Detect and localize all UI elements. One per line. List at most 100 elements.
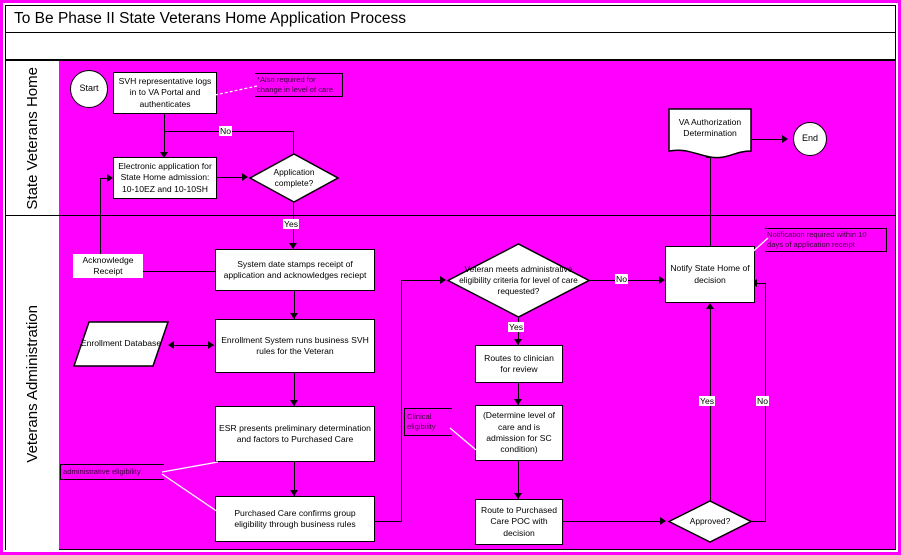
note-notification-10-days-text: Notification required within 10 days of … [767,230,867,249]
edge-label-yes-app-complete: Yes [283,219,300,230]
arrow-app-to-diamond [242,173,248,181]
edge-app-to-diamond [217,177,244,179]
edge-enrollment-to-esr [294,373,296,406]
node-end[interactable]: End [793,122,827,156]
node-routes-clinician[interactable]: Routes to clinician for review [475,345,563,383]
page-title: To Be Phase II State Veterans Home Appli… [14,10,407,27]
node-purchased-care-confirms-label: Purchased Care confirms group eligibilit… [234,507,356,529]
edge-db-rules [172,345,214,347]
lane-label-text: State Veterans Home [24,66,41,210]
node-approved-decision[interactable]: Approved? [667,500,753,543]
node-route-poc-label: Route to Purchased Care POC with decisio… [481,504,557,538]
edge-ack-return-horizontal [100,178,110,180]
node-purchased-care-confirms[interactable]: Purchased Care confirms group eligibilit… [215,496,375,542]
edge-determine-to-poc [518,461,520,499]
arrow-db-left [168,341,174,349]
edge-datestamp-to-enrollment [294,291,296,319]
node-electronic-application-label: Electronic application for State Home ad… [118,160,212,194]
edge-purchased-to-route-v [401,280,403,522]
note-notify-leader [747,237,769,257]
arrow-determine-to-poc [514,493,522,499]
node-enrollment-rules-label: Enrollment System runs business SVH rule… [221,334,369,356]
blank-header-band [5,33,896,60]
arrow-ack-return [107,174,113,182]
node-svh-login-label: SVH representative logs in to VA Portal … [118,75,212,109]
note-clinical-eligibility-text: Clinical eligibility [407,412,436,431]
note-also-required-text: *Also required for change in level of ca… [257,75,333,94]
edge-va-auth-to-end [752,139,786,141]
edge-no-approved-to-notify [757,283,766,285]
arrow-yes-to-notify [706,303,714,309]
edge-login-to-app [164,114,166,158]
arrow-db-right [208,341,214,349]
lane-label-veterans-administration: Veterans Administration [6,216,59,551]
edge-ack-return-vertical [100,178,102,255]
node-enrollment-database-label: Enrollment Database [80,338,162,349]
arrow-enrollment-to-esr [290,400,298,406]
node-admin-eligibility-label: Veteran meets administrative eligibility… [459,264,578,296]
note-notification-10-days: Notification required within 10 days of … [765,228,887,252]
node-esr-presents-label: ESR presents preliminary determination a… [219,422,371,444]
arrow-va-auth-to-end [782,135,788,143]
arrow-clinician-to-determine [514,399,522,405]
edge-label-yes-approved: Yes [699,396,716,407]
lane-divider [58,215,896,216]
note-admin-elig-leaders [161,461,219,513]
node-determine-level[interactable]: (Determine level of care and is admissio… [475,405,563,461]
arrow-poc-to-approved [660,517,666,525]
node-electronic-application[interactable]: Electronic application for State Home ad… [113,157,217,199]
edge-no-approved-h [752,521,766,523]
node-esr-presents[interactable]: ESR presents preliminary determination a… [215,406,375,462]
node-determine-level-label: (Determine level of care and is admissio… [482,410,556,455]
note-also-required: *Also required for change in level of ca… [255,73,343,97]
edge-label-no-admin-elig: No [615,274,628,285]
edge-label-no-approved: No [756,396,769,407]
note-leader-line [214,85,258,96]
node-date-stamp-label: System date stamps receipt of applicatio… [223,258,367,280]
node-acknowledge-receipt-label: Acknowledge Receipt [82,254,134,276]
edge-label-no-app-complete: No [219,126,232,137]
note-administrative-eligibility: administrative eligibility [60,464,164,480]
note-clinical-leader [449,427,477,451]
node-notify-state-home[interactable]: Notify State Home of decision [665,246,755,303]
node-va-authorization-label: VA Authorization Determination [678,116,742,139]
edge-notify-to-va-auth [710,158,712,247]
arrow-datestamp-to-enrollment [290,313,298,319]
arrow-yes-to-clinician [514,339,522,345]
edge-esr-to-purchased [294,462,296,496]
arrow-no-to-notify [659,276,665,284]
lane-label-text: Veterans Administration [24,304,41,463]
node-acknowledge-receipt[interactable]: Acknowledge Receipt [73,254,143,278]
lane-label-state-veterans-home: State Veterans Home [6,61,59,216]
arrow-login-to-app [160,152,168,158]
edge-purchased-to-route-h2 [401,280,443,282]
title-band: To Be Phase II State Veterans Home Appli… [5,5,896,33]
arrow-yes-to-datestamp [289,243,297,249]
edge-label-yes-admin-elig: Yes [508,322,525,333]
node-admin-eligibility-decision[interactable]: Veteran meets administrative eligibility… [446,243,591,318]
node-start-label: Start [79,83,99,94]
node-application-complete-label: Application complete? [273,167,315,188]
node-enrollment-rules[interactable]: Enrollment System runs business SVH rule… [215,319,375,373]
node-route-poc[interactable]: Route to Purchased Care POC with decisio… [475,499,563,545]
node-end-label: End [801,133,818,144]
node-approved-label: Approved? [689,516,731,527]
node-application-complete[interactable]: Application complete? [248,153,340,203]
note-administrative-eligibility-text: administrative eligibility [63,467,141,477]
arrow-purchased-to-diamond [440,276,446,284]
arrow-esr-to-purchased [290,490,298,496]
note-clinical-eligibility: Clinical eligibility [404,408,452,436]
node-date-stamp[interactable]: System date stamps receipt of applicatio… [215,249,375,291]
edge-poc-to-approved [563,521,664,523]
node-svh-login[interactable]: SVH representative logs in to VA Portal … [113,72,217,114]
node-enrollment-database[interactable]: Enrollment Database [72,321,170,367]
node-start[interactable]: Start [70,70,108,108]
lane-label-column: State Veterans Home Veterans Administrat… [5,60,59,551]
edge-purchased-to-route-h1 [375,521,402,523]
edge-no-vertical [293,131,295,155]
node-va-authorization[interactable]: VA Authorization Determination [668,108,752,160]
node-routes-clinician-label: Routes to clinician for review [484,352,554,374]
node-notify-state-home-label: Notify State Home of decision [670,263,750,285]
